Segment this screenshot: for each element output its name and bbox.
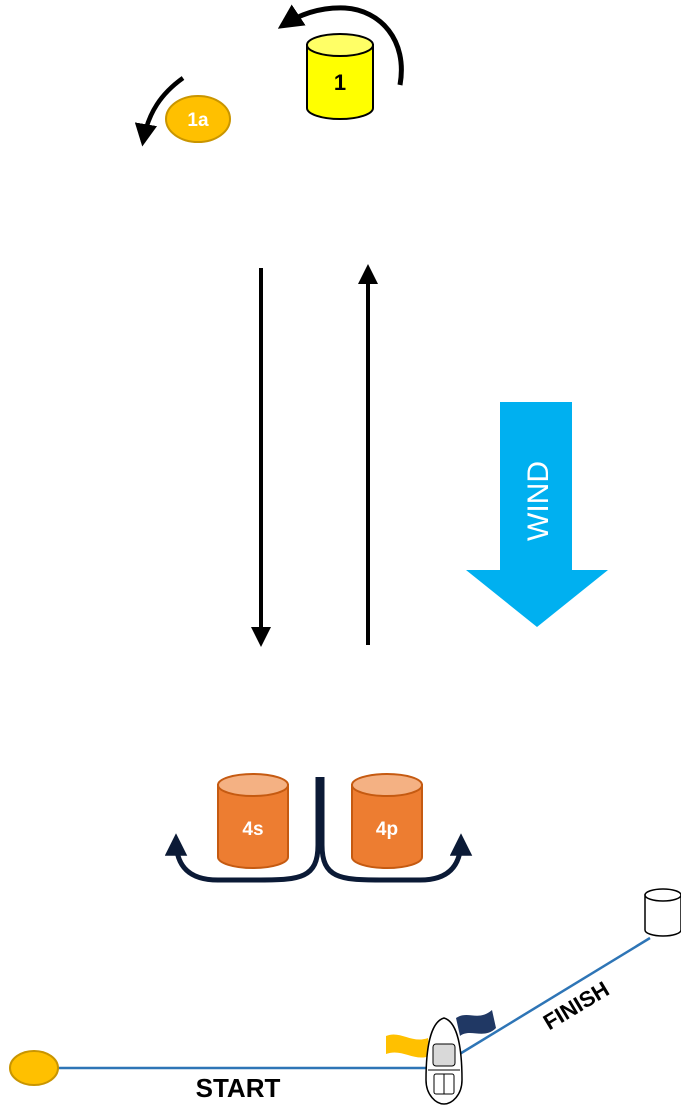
- pin-end-mark: [9, 1050, 59, 1086]
- mark-4s-label: 4s: [242, 819, 263, 840]
- boat-cabin: [432, 1043, 456, 1067]
- finish-flag: [456, 1010, 496, 1036]
- mark-1-label: 1: [334, 70, 346, 95]
- mark-4p-label: 4p: [376, 819, 398, 840]
- wind-arrow: WIND: [466, 402, 608, 627]
- mark-1a-rounding-arrow: [134, 76, 185, 147]
- finish-mark: [644, 888, 681, 937]
- mark-4p: 4p: [351, 773, 423, 869]
- mark-1a-label: 1a: [187, 110, 209, 131]
- finish-line: [457, 936, 651, 1057]
- wind-label: WIND: [522, 461, 555, 541]
- finish-label: FINISH: [539, 976, 614, 1035]
- mark-1a: 1a: [165, 95, 231, 143]
- committee-boat: [386, 1010, 496, 1105]
- mark-1-rounding-arrow: [277, 4, 404, 86]
- mark-4s: 4s: [217, 773, 289, 869]
- start-flag: [386, 1034, 430, 1058]
- gate-4p-rounding-arrow: [319, 777, 473, 883]
- mark-1: 1: [306, 33, 374, 120]
- start-label: START: [196, 1073, 281, 1103]
- gate-4s-rounding-arrow: [164, 777, 321, 883]
